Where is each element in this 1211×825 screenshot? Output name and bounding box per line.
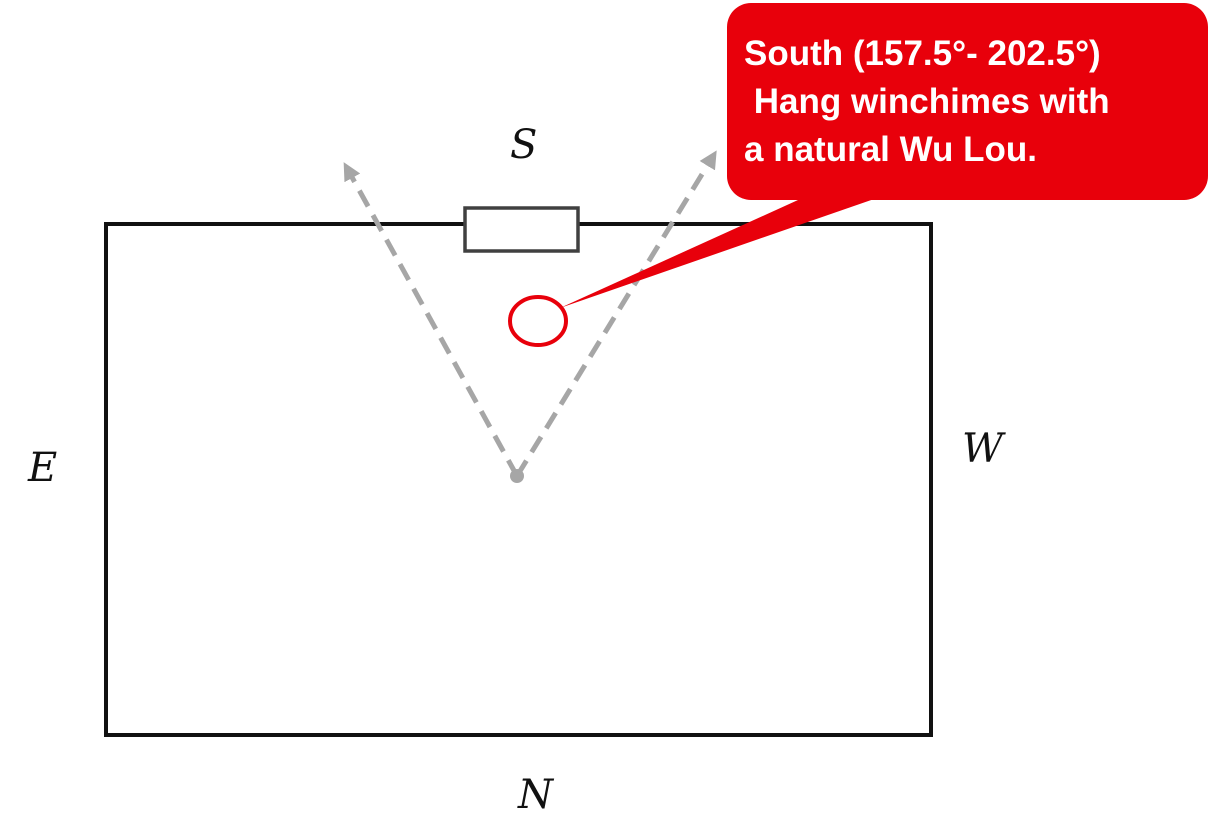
callout-line-3: a natural Wu Lou. xyxy=(744,130,1037,169)
direction-east-label: E xyxy=(27,445,57,491)
direction-north-label: N xyxy=(517,772,555,818)
direction-south-label: S xyxy=(510,122,537,168)
callout-line-2: Hang winchimes with xyxy=(744,82,1110,121)
sector-line-right xyxy=(514,150,717,478)
callout-bubble xyxy=(727,3,1208,200)
windchime-marker xyxy=(508,295,568,347)
callout-text: South (157.5°- 202.5°) Hang winchimes wi… xyxy=(744,30,1194,174)
direction-west-label: W xyxy=(962,426,1006,472)
callout-line-1: South (157.5°- 202.5°) xyxy=(744,34,1101,73)
sector-line-left xyxy=(343,162,520,478)
callout-pointer xyxy=(560,190,900,308)
entrance-door xyxy=(463,206,580,253)
center-point xyxy=(510,469,524,483)
